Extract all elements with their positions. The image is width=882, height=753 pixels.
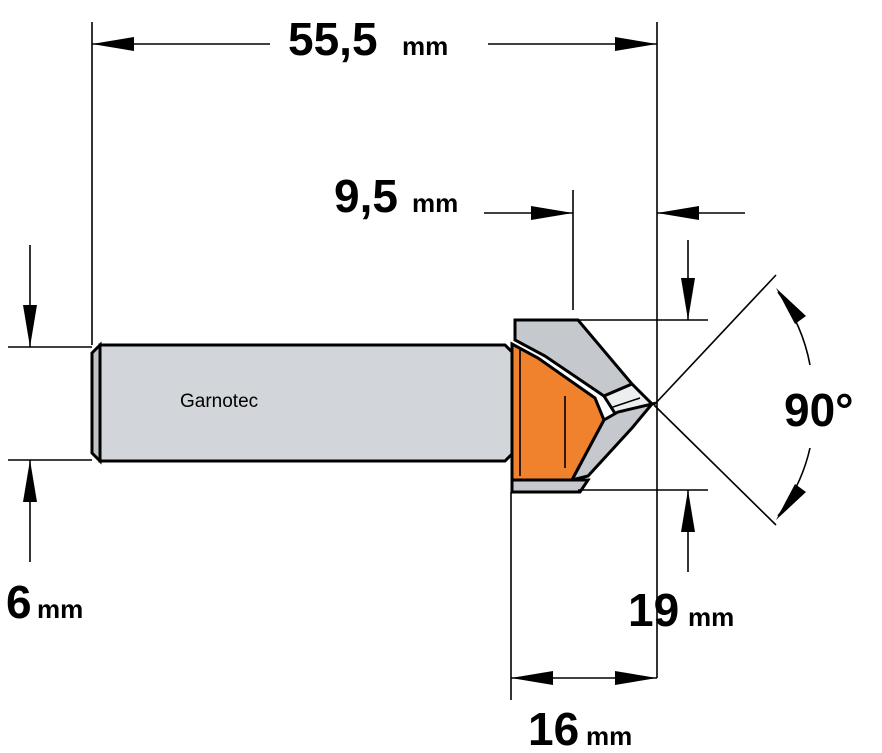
angle-ray: [653, 404, 777, 526]
dim-unit: mm: [688, 602, 734, 632]
angle-value: 90°: [784, 384, 854, 436]
arrowhead: [23, 305, 37, 347]
arrowhead: [657, 206, 699, 220]
brand-label: Garnotec: [180, 391, 258, 412]
cutter-head: [510, 318, 657, 494]
dim-value: 19: [628, 584, 679, 636]
arrowhead: [23, 460, 37, 502]
arrowhead: [681, 278, 695, 320]
dim-cutting-diameter: 19 mm: [578, 240, 734, 636]
arrowhead: [615, 37, 657, 51]
arrowhead: [615, 671, 657, 685]
cutter-facet-line: [609, 397, 641, 409]
dim-value: 6: [6, 576, 32, 628]
dim-shank-diameter: 6 mm: [6, 245, 92, 628]
angle-arc: [777, 291, 811, 366]
carbide-tip-lower: [569, 401, 657, 483]
dim-unit: mm: [586, 721, 632, 751]
carbide-bottom-strip: [510, 478, 591, 494]
dim-body-length: 16 mm: [510, 492, 657, 753]
arrowhead: [511, 671, 553, 685]
shank: Garnotec: [90, 341, 514, 465]
arrowhead: [681, 490, 695, 532]
dim-value: 9,5: [334, 170, 398, 222]
dim-value: 55,5: [288, 13, 378, 65]
arrowhead: [92, 37, 134, 51]
dim-value: 16: [528, 703, 579, 753]
dim-unit: mm: [402, 31, 448, 61]
dim-unit: mm: [412, 188, 458, 218]
dim-cutting-length: 9,5 mm: [334, 170, 745, 310]
dim-overall-length: 55,5 mm: [91, 13, 658, 678]
arrowhead: [776, 288, 806, 324]
dim-unit: mm: [37, 594, 83, 624]
dim-angle: 90°: [653, 274, 854, 526]
arrowhead: [531, 206, 573, 220]
arrowhead: [776, 484, 806, 520]
angle-ray: [653, 274, 777, 406]
angle-arc: [777, 447, 811, 517]
shank-body: [98, 343, 514, 463]
